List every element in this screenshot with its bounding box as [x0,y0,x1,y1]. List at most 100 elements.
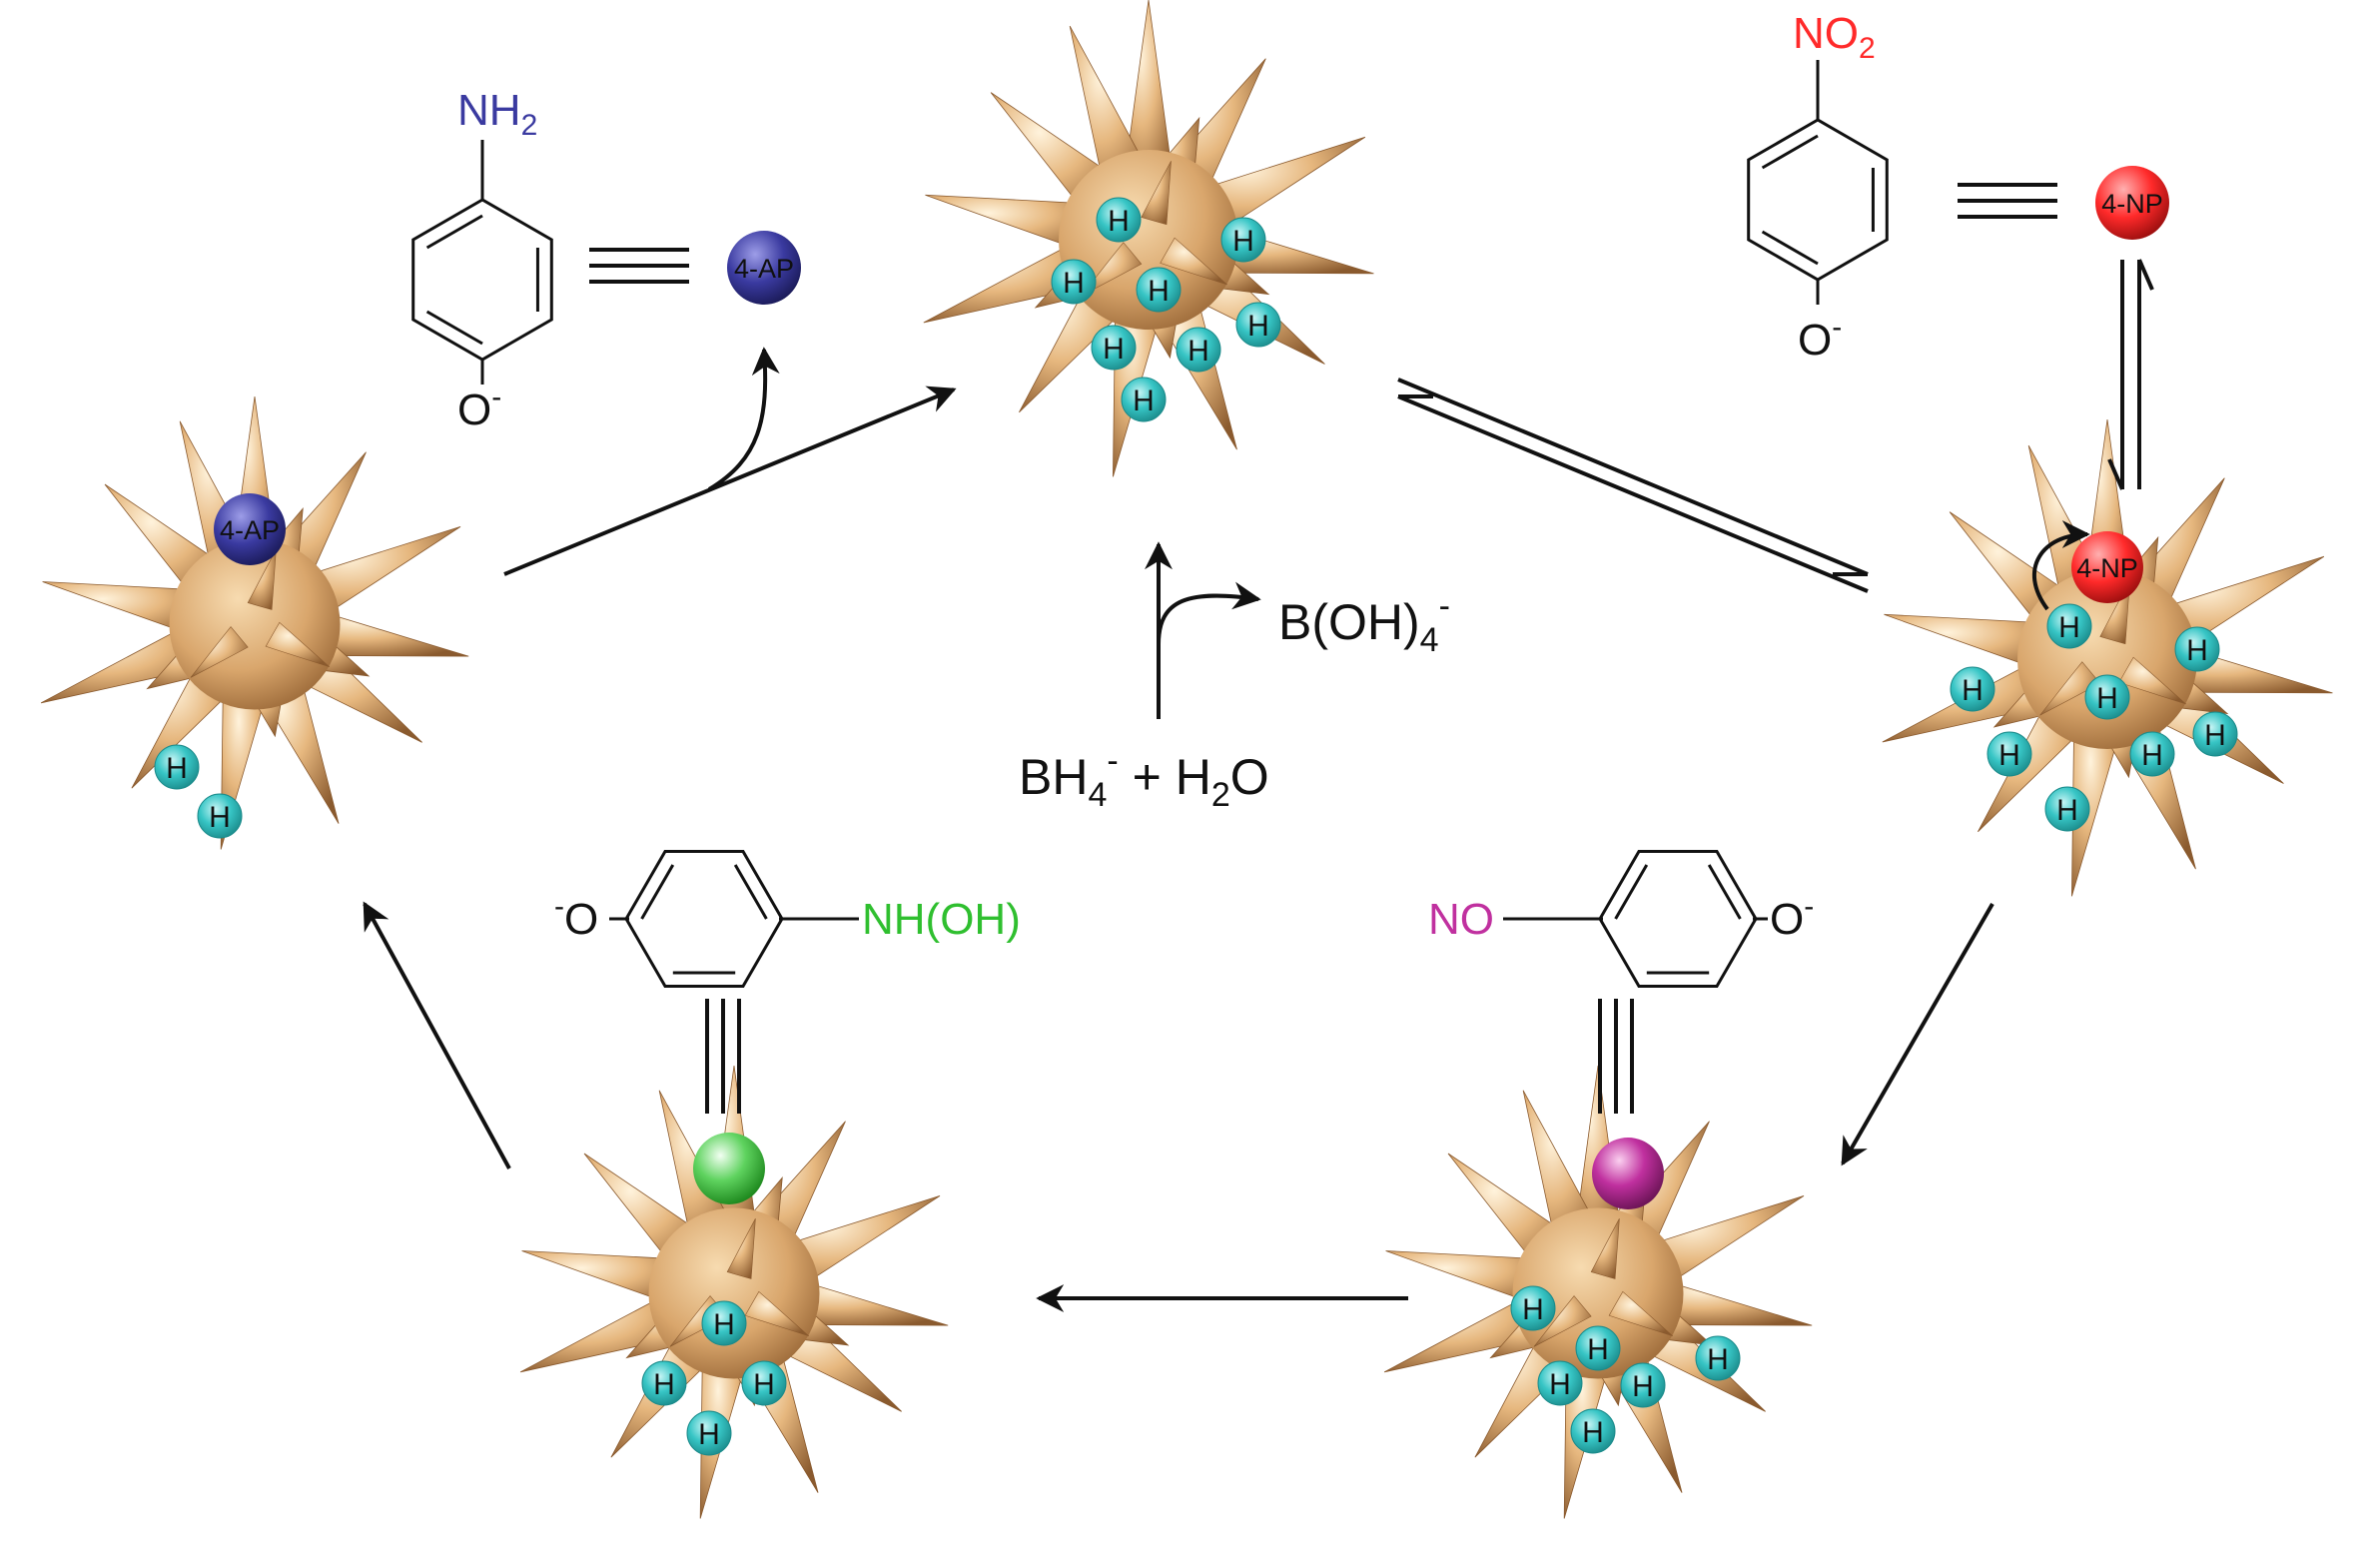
hydrogen-label: H [1632,1370,1654,1403]
nitroso-oxygen: O [1770,895,1804,944]
hydrogen-label: H [1108,205,1130,238]
spike [1160,237,1227,286]
spike [1533,1295,1592,1347]
arrow-np-adsorb [2032,520,2090,611]
hydrogen-atom [1695,1335,1741,1381]
particle-core [169,538,341,710]
adsorbate-label: 4-NP [2076,553,2138,583]
spike [190,626,249,678]
spike [265,621,331,668]
hydrogen-atom [1575,1325,1621,1371]
hydrogen-atom [1537,1360,1583,1406]
arrow-np-up-head [2137,259,2154,291]
hydrogen-atom [2174,626,2220,672]
nitroso-substituent: NO [1428,895,1494,944]
arrow-release-4ap [707,347,780,491]
hydrogen-atom [2192,711,2238,757]
aminophenol-index: 2 [521,109,538,142]
hydrogen-label: H [2058,611,2080,644]
particle-core [1512,1207,1684,1379]
hydrogen-atom [1950,666,1995,712]
nitrophenol-structure: NO2 O- 4-NP [1747,9,2169,365]
bh-charge: - [1107,742,1118,780]
hydrogen-label: H [166,752,188,785]
benzene-ring [624,849,784,989]
arrow-right-to-bottom-right [1841,903,1994,1166]
svg-text:O-: O- [457,381,501,434]
adsorbate-ball [693,1133,765,1204]
hydrogen-label: H [2204,719,2226,752]
hydrogen-atom [2084,674,2130,720]
water-o: O [1230,749,1269,805]
svg-text:O-: O- [1770,890,1814,944]
spike [1590,1218,1620,1279]
arrow-right-to-top [1397,394,1869,593]
water-index: 2 [1211,776,1230,814]
hydrogen-label: H [1103,333,1125,366]
benzene-ring [1598,849,1758,989]
hydrogen-label: H [1707,1343,1729,1376]
particle-core [1059,150,1238,330]
benzene-ring [1747,118,1889,282]
np-ball-legend [2095,166,2169,240]
arrow-center-side [1157,581,1261,645]
spike [726,1218,756,1279]
spike [2118,656,2186,705]
hydrogen-atom [2129,731,2175,777]
equivalence-sign-ap [589,248,689,284]
hydrogen-label: H [1232,225,1254,258]
hydrogen-label: H [1998,739,2020,772]
hydrogen-atom [197,793,243,839]
hydroxylamine-structure: -O NH(OH) [554,849,1021,1114]
hydroxylamine-oxygen: O [564,895,598,944]
borohydride-reactant: BH4- + H2O [1019,742,1269,814]
hydrogen-label: H [1247,310,1269,343]
hydrogen-atom [1091,325,1137,371]
np-ball-label: 4-NP [2101,189,2163,219]
plus-sign: + [1119,749,1176,805]
adsorbate-ball [214,493,286,565]
aminophenol-oxygen: O [457,386,491,434]
aminophenol-charge: - [491,381,501,413]
nitrophenol-charge: - [1832,311,1842,344]
nitroso-structure: NO O- [1428,849,1814,1114]
water-h: H [1176,749,1211,805]
hydrogen-atom [1986,731,2032,777]
bh-index: 4 [1088,776,1107,814]
nitrophenol-index: 2 [1859,32,1876,65]
hydrogen-label: H [753,1368,775,1401]
hydroxylamine-substituent: NH(OH) [862,895,1021,944]
hydrogen-atom [1235,302,1281,348]
hydrogen-label: H [1582,1416,1604,1449]
hydrogen-label: H [653,1368,675,1401]
hydrogen-atom [1121,377,1167,422]
arrow-left-to-top [503,386,957,576]
borate-product: B(OH)4- [1278,587,1450,659]
hydrogen-atom [154,744,200,790]
hydrogen-atom [1220,217,1266,263]
nitroso-charge: - [1804,890,1814,923]
hydrogen-atom [2046,603,2092,649]
hydrogen-label: H [2141,739,2163,772]
hydroxylamine-charge: - [554,890,564,923]
hydrogen-atom [1620,1362,1666,1408]
equivalence-sign-np [1958,183,2057,219]
hydrogen-atom [641,1360,687,1406]
hydrogen-atom [741,1360,787,1406]
aminophenol-substituent: NH [457,86,521,135]
hydrogen-label: H [1133,385,1155,417]
hydrogen-label: H [1587,1333,1609,1366]
hydrogen-atom [1051,259,1097,305]
hydrogen-atom [2044,786,2090,832]
spike [1081,242,1143,297]
adsorbate-ball [2071,531,2143,603]
triple-bond-ha [705,999,741,1114]
hydrogen-label: H [2056,794,2078,827]
svg-text:-O: -O [554,890,598,944]
hydrogen-atom [1096,197,1142,243]
spike [2039,661,2101,716]
